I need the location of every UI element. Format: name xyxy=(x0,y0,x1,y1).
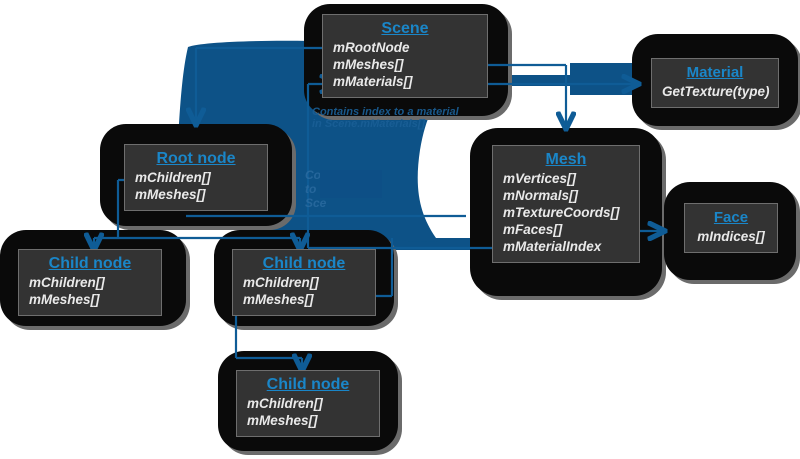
node-face-field-0: mIndices[] xyxy=(697,229,765,244)
annotation-material-index: Contains index to a material in Scene.mM… xyxy=(312,106,459,130)
node-rootnode-title: Root node xyxy=(156,150,236,167)
node-child-1-title: Child node xyxy=(48,255,132,272)
annotation-obscured-line3: Sce xyxy=(305,196,327,210)
annotation-material-index-line2: in Scene.mMaterials[] xyxy=(312,118,426,130)
node-scene-field-2: mMaterials[] xyxy=(333,74,413,89)
node-material[interactable]: Material GetTexture(type) xyxy=(651,58,779,108)
node-child-2-field-0: mChildren[] xyxy=(243,275,319,290)
node-scene[interactable]: Scene mRootNode mMeshes[] mMaterials[] xyxy=(322,14,488,98)
node-mesh-field-3: mFaces[] xyxy=(503,222,563,237)
node-rootnode-field-1: mMeshes[] xyxy=(135,187,206,202)
node-scene-field-1: mMeshes[] xyxy=(333,57,404,72)
node-child-1-field-1: mMeshes[] xyxy=(29,292,100,307)
annotation-obscured: Co to Sce xyxy=(305,168,326,210)
node-mesh-field-4: mMaterialIndex xyxy=(503,239,602,254)
node-mesh-field-1: mNormals[] xyxy=(503,188,579,203)
node-child-3[interactable]: Child node mChildren[] mMeshes[] xyxy=(236,370,380,437)
node-child-2-field-1: mMeshes[] xyxy=(243,292,314,307)
node-face-title: Face xyxy=(713,209,749,226)
node-child-3-field-0: mChildren[] xyxy=(247,396,323,411)
annotation-material-index-line1: Contains index to a material xyxy=(312,106,459,118)
node-child-1[interactable]: Child node mChildren[] mMeshes[] xyxy=(18,249,162,316)
annotation-obscuring-block xyxy=(320,170,382,198)
node-mesh[interactable]: Mesh mVertices[] mNormals[] mTextureCoor… xyxy=(492,145,640,263)
node-rootnode[interactable]: Root node mChildren[] mMeshes[] xyxy=(124,144,268,211)
node-child-3-field-1: mMeshes[] xyxy=(247,413,318,428)
node-mesh-title: Mesh xyxy=(545,151,587,168)
node-scene-title: Scene xyxy=(381,20,429,37)
node-rootnode-field-0: mChildren[] xyxy=(135,170,211,185)
node-child-1-field-0: mChildren[] xyxy=(29,275,105,290)
annotation-obscured-line2: to xyxy=(305,182,317,196)
annotation-obscured-line1: Co xyxy=(305,168,321,182)
node-face[interactable]: Face mIndices[] xyxy=(684,203,778,253)
node-child-2-title: Child node xyxy=(262,255,346,272)
node-mesh-field-0: mVertices[] xyxy=(503,171,577,186)
node-material-field-0: GetTexture(type) xyxy=(662,84,770,99)
node-mesh-field-2: mTextureCoords[] xyxy=(503,205,620,220)
node-scene-field-0: mRootNode xyxy=(333,40,410,55)
node-material-title: Material xyxy=(686,64,744,81)
node-child-2[interactable]: Child node mChildren[] mMeshes[] xyxy=(232,249,376,316)
node-child-3-title: Child node xyxy=(266,376,350,393)
